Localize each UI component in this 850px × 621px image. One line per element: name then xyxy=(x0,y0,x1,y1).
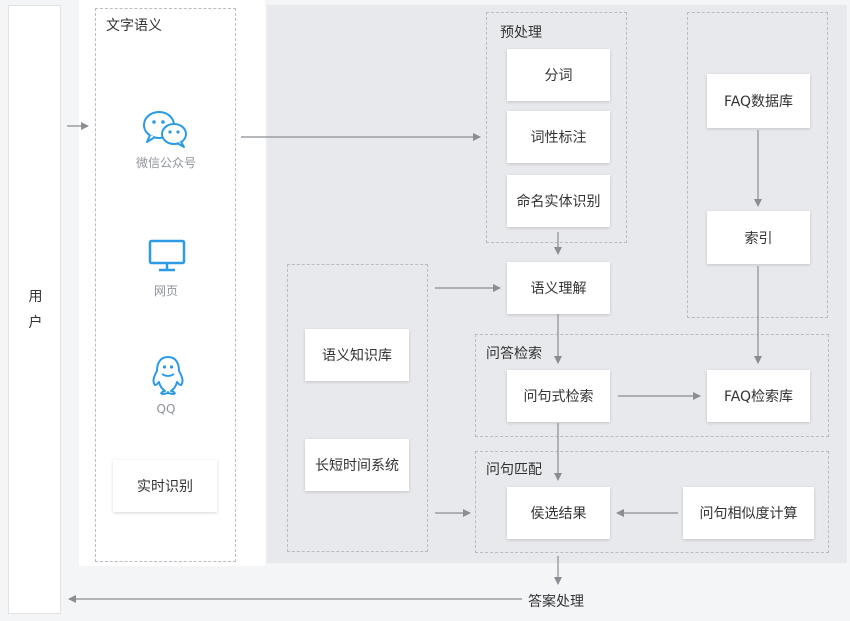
faq-search-lib-box: FAQ检索库 xyxy=(707,370,810,422)
semantic-kb-box: 语义知识库 xyxy=(305,329,409,381)
similarity-calc-box: 问句相似度计算 xyxy=(683,487,814,539)
answer-processing-label: 答案处理 xyxy=(528,594,584,610)
wechat-icon xyxy=(143,111,187,148)
time-system-box: 长短时间系统 xyxy=(305,439,409,491)
channel-label-web: 网页 xyxy=(153,284,178,298)
realtime-recognition-box: 实时识别 xyxy=(113,460,217,512)
preprocess-title: 预处理 xyxy=(500,25,542,41)
ner-box: 命名实体识别 xyxy=(507,175,610,227)
knowledge-group xyxy=(287,264,428,552)
channel-label-qq: QQ xyxy=(156,402,176,416)
channel-label-wechat: 微信公众号 xyxy=(135,156,196,170)
pos-tagging-box: 词性标注 xyxy=(507,111,610,163)
question-match-title: 问句匹配 xyxy=(486,462,542,478)
text-semantic-title: 文字语义 xyxy=(106,18,162,34)
text-semantic-group xyxy=(95,8,236,562)
user-column: 用 户 xyxy=(8,5,61,614)
faq-database-box: FAQ数据库 xyxy=(707,74,810,128)
monitor-icon xyxy=(148,239,186,272)
qa-search-title: 问答检索 xyxy=(486,346,542,362)
qa-search-group xyxy=(475,334,829,437)
index-box: 索引 xyxy=(707,211,810,264)
user-label: 用 户 xyxy=(9,284,62,336)
qq-penguin-icon xyxy=(152,356,184,395)
question-match-group xyxy=(475,451,829,553)
query-search-box: 问句式检索 xyxy=(507,370,610,422)
tokenization-box: 分词 xyxy=(507,49,610,101)
semantic-understanding-box: 语义理解 xyxy=(507,262,610,314)
user-label-char-2: 户 xyxy=(28,315,43,331)
candidate-result-box: 侯选结果 xyxy=(507,487,610,539)
preprocess-group xyxy=(486,12,627,243)
user-label-char-1: 用 xyxy=(28,289,43,305)
